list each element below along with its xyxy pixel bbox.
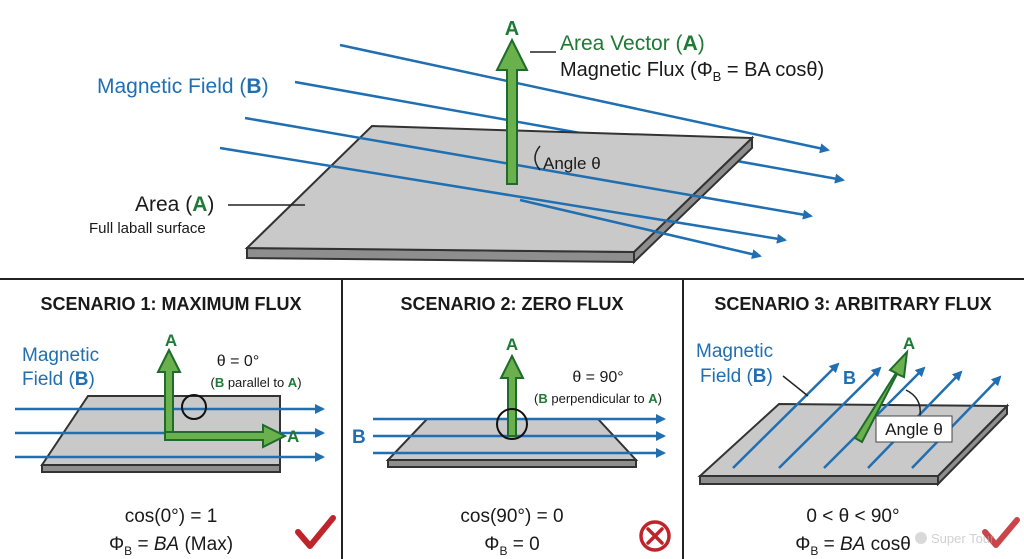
magnetic-field-lines-front: [219, 116, 813, 260]
scenario-3-vector-letter: A: [903, 334, 915, 353]
scenario-2-angle-circle: [496, 408, 528, 440]
scenario-1-plate: [40, 395, 281, 473]
area-label: Area (A): [135, 193, 214, 216]
area-sublabel: Full laball surface: [89, 220, 206, 237]
scenario-2-vector-letter: A: [506, 335, 518, 354]
scenario-1-angle-circle: [181, 394, 207, 420]
scenario-3-title: SCENARIO 3: ARBITRARY FLUX: [714, 294, 991, 314]
watermark-text: Super Tour: [931, 531, 995, 546]
scenario-2-cross-icon: [639, 520, 671, 552]
angle-arc: [534, 145, 541, 171]
scenario-2-field-letter: B: [352, 427, 366, 448]
area-plate: [244, 124, 755, 265]
scenario-1-vertical-vector: [156, 347, 182, 439]
scenario-3-angle-label: Angle θ: [885, 420, 943, 439]
scenario-2-note: (B perpendicular to A): [534, 391, 662, 406]
scenario-3-field-label-line2: Field (B): [700, 366, 773, 387]
area-vector-label: Area Vector (A): [560, 32, 705, 55]
scenario-2-eq2: ΦB = 0: [484, 534, 539, 558]
scenario-1-angle: θ = 0°: [217, 353, 259, 370]
scenario-2-panel: SCENARIO 2: ZERO FLUX A B θ = 90° (B per…: [352, 294, 671, 558]
scenario-1-eq1: cos(0°) = 1: [125, 506, 218, 527]
magnetic-field-lines-back: [294, 43, 845, 184]
scenario-3-field-letter: B: [843, 368, 856, 388]
scenario-3-vector: [853, 349, 909, 444]
scenario-1-horizontal-vector: [164, 423, 288, 449]
scenario-3-field-leader: [782, 375, 809, 397]
scenario-3-angle-box: [875, 415, 953, 443]
scenario-3-eq1: 0 < θ < 90°: [806, 506, 899, 527]
scenario-2-vector: [499, 353, 525, 437]
scenario-1-eq2: ΦB = BA (Max): [109, 534, 233, 558]
scenario-2-field-lines: [373, 414, 666, 458]
scenario-1-panel: SCENARIO 1: MAXIMUM FLUX A A Magnetic Fi…: [15, 294, 336, 558]
scenario-3-eq2: ΦB = BA cosθ: [795, 534, 911, 558]
scenario-3-panel: SCENARIO 3: ARBITRARY FLUX A B Magnetic …: [696, 294, 1020, 558]
scenario-1-field-label-line1: Magnetic: [22, 345, 99, 366]
watermark: Super Tour: [915, 531, 995, 546]
main-diagram: A Angle θ Area Vector (A) Magnetic Flux …: [89, 18, 845, 265]
scenario-3-check-icon: [982, 517, 1020, 548]
scenario-1-title: SCENARIO 1: MAXIMUM FLUX: [41, 294, 302, 314]
area-vector-letter: A: [505, 18, 519, 40]
area-vector-arrow: [495, 37, 529, 185]
scenario-1-check-icon: [295, 515, 336, 549]
scenario-2-title: SCENARIO 2: ZERO FLUX: [400, 294, 623, 314]
scenario-1-side-vector-letter: A: [287, 427, 299, 446]
scenario-1-note: (B parallel to A): [210, 375, 301, 390]
magnetic-field-label: Magnetic Field (B): [97, 75, 269, 98]
scenario-3-field-label-line1: Magnetic: [696, 341, 773, 362]
scenario-1-field-label-line2: Field (B): [22, 369, 95, 390]
scenario-2-eq1: cos(90°) = 0: [460, 506, 563, 527]
scenario-1-vector-letter: A: [165, 331, 177, 350]
scenario-2-angle: θ = 90°: [572, 369, 623, 386]
flux-formula-label: Magnetic Flux (ΦB = BA cosθ): [560, 59, 824, 84]
angle-label: Angle θ: [543, 154, 601, 173]
scenario-3-angle-arc: [905, 389, 921, 416]
